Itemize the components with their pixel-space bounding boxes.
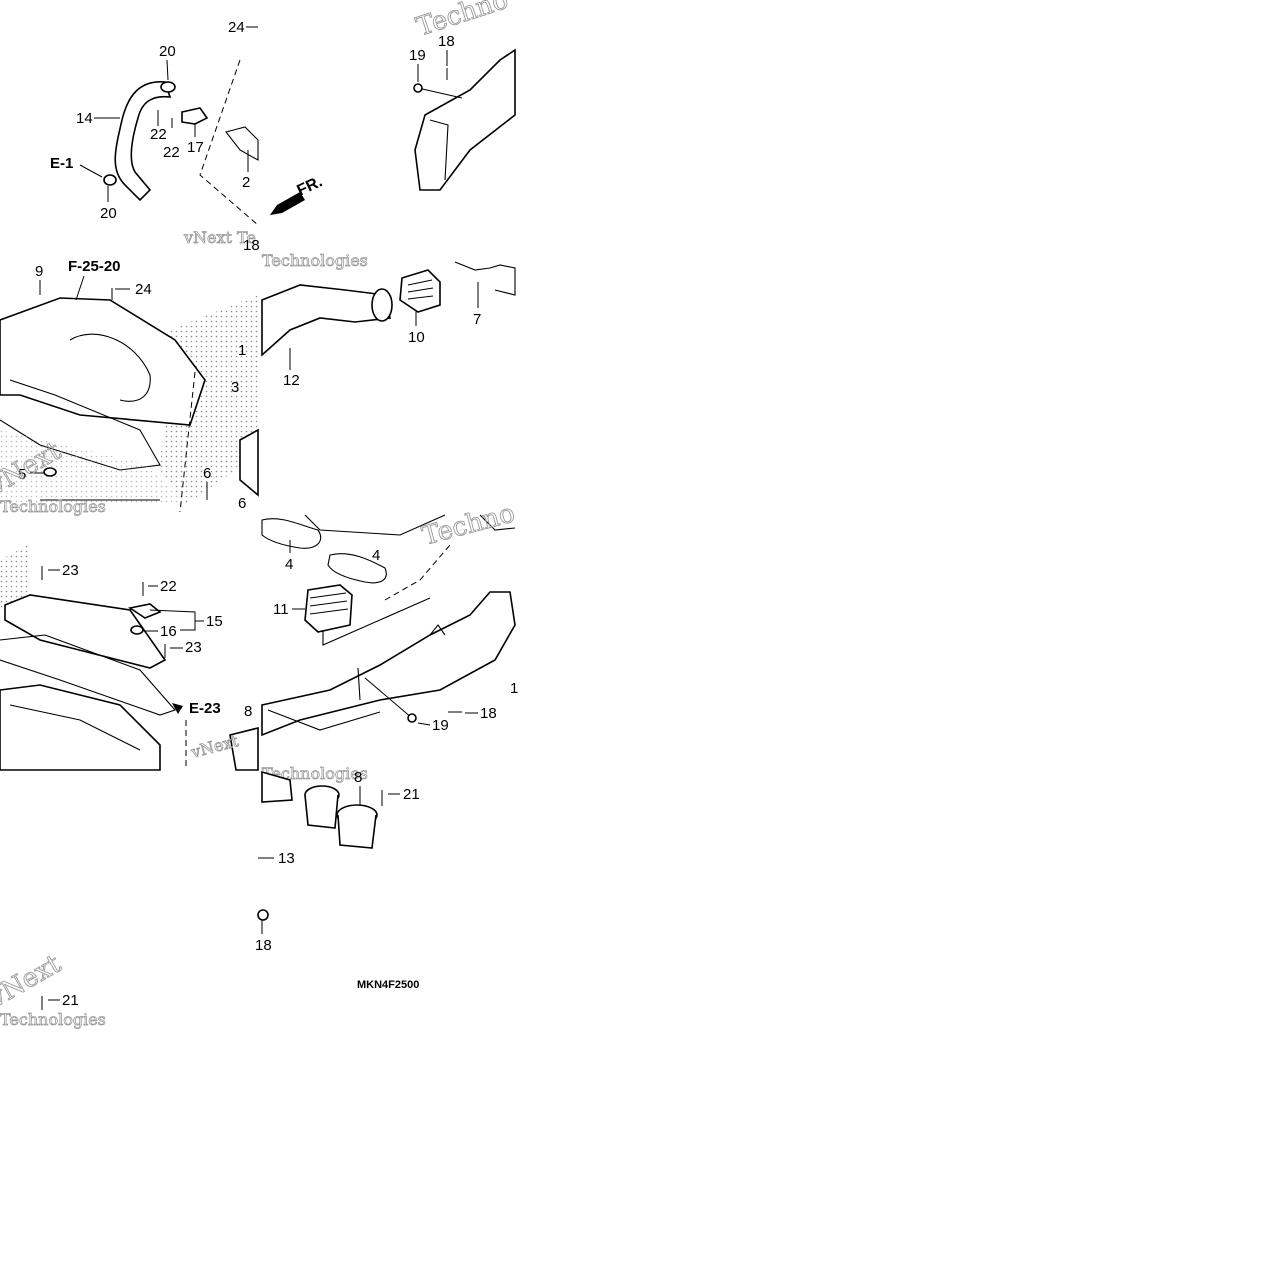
- diagram-code: MKN4F2500: [357, 979, 419, 991]
- part-label-3: 3: [231, 379, 239, 396]
- watermark-technologies-c: Technologies: [262, 764, 368, 783]
- part-label-17: 17: [187, 139, 204, 156]
- gasket-part-4-b: [327, 553, 387, 584]
- funnel-part-8-a: [229, 726, 259, 771]
- duct-part-lower: [261, 591, 516, 737]
- part-label-22-c: 22: [160, 578, 177, 595]
- front-arrow-icon: [270, 192, 305, 215]
- shaded-area: [160, 295, 258, 505]
- washer-part-16: [130, 625, 144, 635]
- part-label-23-a: 23: [62, 562, 79, 579]
- part-label-22-b: 22: [163, 144, 180, 161]
- watermark-technologies-a: Technologies: [0, 497, 106, 516]
- part-label-21-a: 21: [403, 786, 420, 803]
- ref-e23: E-23: [189, 700, 221, 717]
- grommet-part-18: [257, 909, 269, 921]
- part-label-20-bottom: 20: [100, 205, 117, 222]
- sensor-part-17: [181, 107, 209, 125]
- part-label-8-a: 8: [244, 703, 252, 720]
- tile-top-left: FR. E-1 24 20 14 22 22 17 20 2 vNext Te: [50, 19, 325, 247]
- ref-e1: E-1: [50, 155, 73, 172]
- gasket-part-4-a: [261, 518, 322, 549]
- part-label-13: 13: [278, 850, 295, 867]
- funnel-part-11: [304, 584, 353, 633]
- part-label-6-a: 6: [203, 465, 211, 482]
- tile-lower-right: Techno 4 4 11 19 18 1: [261, 498, 518, 737]
- bracket-part-15: [127, 603, 162, 619]
- part-label-20-top: 20: [159, 43, 176, 60]
- part-label-12: 12: [283, 372, 300, 389]
- part-label-14: 14: [76, 110, 93, 127]
- part-label-2: 2: [242, 174, 250, 191]
- part-label-18-top: 18: [438, 33, 455, 50]
- tile-lower-left: 23 22 15 16 23 E-23 8 vNext: [0, 545, 259, 771]
- part-label-19-top: 19: [409, 47, 426, 64]
- part-label-19-lower: 19: [432, 717, 449, 734]
- screw-part-19-lower: [364, 677, 413, 719]
- cover-part-2: [225, 126, 259, 161]
- tile-middle-right: Technologies 12 10 7: [261, 251, 516, 389]
- funnel-part-8-left: [261, 770, 293, 803]
- watermark-vnext-c: vNext: [0, 949, 66, 1015]
- housing-lower-part: [0, 684, 161, 771]
- part-label-1-mid: 1: [238, 342, 246, 359]
- watermark-partial-te: vNext Te: [183, 228, 256, 247]
- clamp-part-20-bottom: [103, 174, 117, 186]
- watermark-technologies-d: Technologies: [0, 1010, 106, 1029]
- front-direction-label: FR.: [295, 173, 326, 199]
- tile-top-right: Techno 19 18 18: [243, 0, 516, 254]
- tile-middle-left: F-25-20 9 24 1 3 5 6 6 vNext Technologie…: [0, 258, 259, 516]
- part-label-18-bottom: 18: [255, 937, 272, 954]
- air-cleaner-housing-part-9: [0, 297, 206, 426]
- funnel-part-10: [399, 269, 441, 313]
- part-label-1-lower: 1: [510, 680, 518, 697]
- bracket-part-duct: [414, 48, 516, 191]
- shaded-lower: [0, 430, 185, 505]
- part-label-23-b: 23: [185, 639, 202, 656]
- part-label-7: 7: [473, 311, 481, 328]
- watermark-techno-c: Techno: [419, 498, 518, 551]
- dashed-frame-lower: [384, 544, 451, 601]
- part-label-10: 10: [408, 329, 425, 346]
- part-label-11: 11: [273, 601, 289, 618]
- part-label-5: 5: [18, 466, 26, 483]
- part-label-9: 9: [35, 263, 43, 280]
- gasket-part-lower: [0, 634, 176, 716]
- clamp-part-20-top: [160, 81, 176, 93]
- dashed-frame-middle: [179, 371, 196, 513]
- part-label-21-b: 21: [62, 992, 79, 1009]
- tile-bottom: Technologies 8 21 13 18 MKN4F2500 vNext …: [0, 764, 420, 1030]
- clip-part-left: [239, 428, 259, 497]
- part-label-16: 16: [160, 623, 177, 640]
- part-label-15: 15: [206, 613, 223, 630]
- part-label-18-side: 18: [243, 237, 260, 254]
- watermark-vnext-b: vNext: [188, 731, 241, 762]
- watermark-technologies-b: Technologies: [262, 251, 368, 270]
- funnel-part-8-c: [337, 814, 377, 849]
- part-label-22-a: 22: [150, 126, 167, 143]
- part-label-24-mid: 24: [135, 281, 152, 298]
- frame-outline: [199, 59, 259, 226]
- watermark-partial-techno: Techno: [413, 0, 512, 43]
- part-label-24-top: 24: [228, 19, 245, 36]
- intake-duct-part-12: [261, 284, 391, 357]
- hose-part-14: [114, 81, 172, 202]
- part-label-8-b: 8: [354, 769, 362, 786]
- part-label-18-lower: 18: [480, 705, 497, 722]
- cover-part-7: [454, 261, 516, 296]
- element-frame-part: [4, 594, 167, 669]
- screw-part-19: [417, 87, 463, 99]
- funnel-part-8-b: [304, 794, 339, 829]
- ref-f2520: F-25-20: [68, 258, 121, 275]
- part-label-4-a: 4: [285, 556, 293, 573]
- housing-top-part: [304, 514, 446, 536]
- part-label-6-b: 6: [238, 495, 246, 512]
- part-label-4-b: 4: [372, 547, 380, 564]
